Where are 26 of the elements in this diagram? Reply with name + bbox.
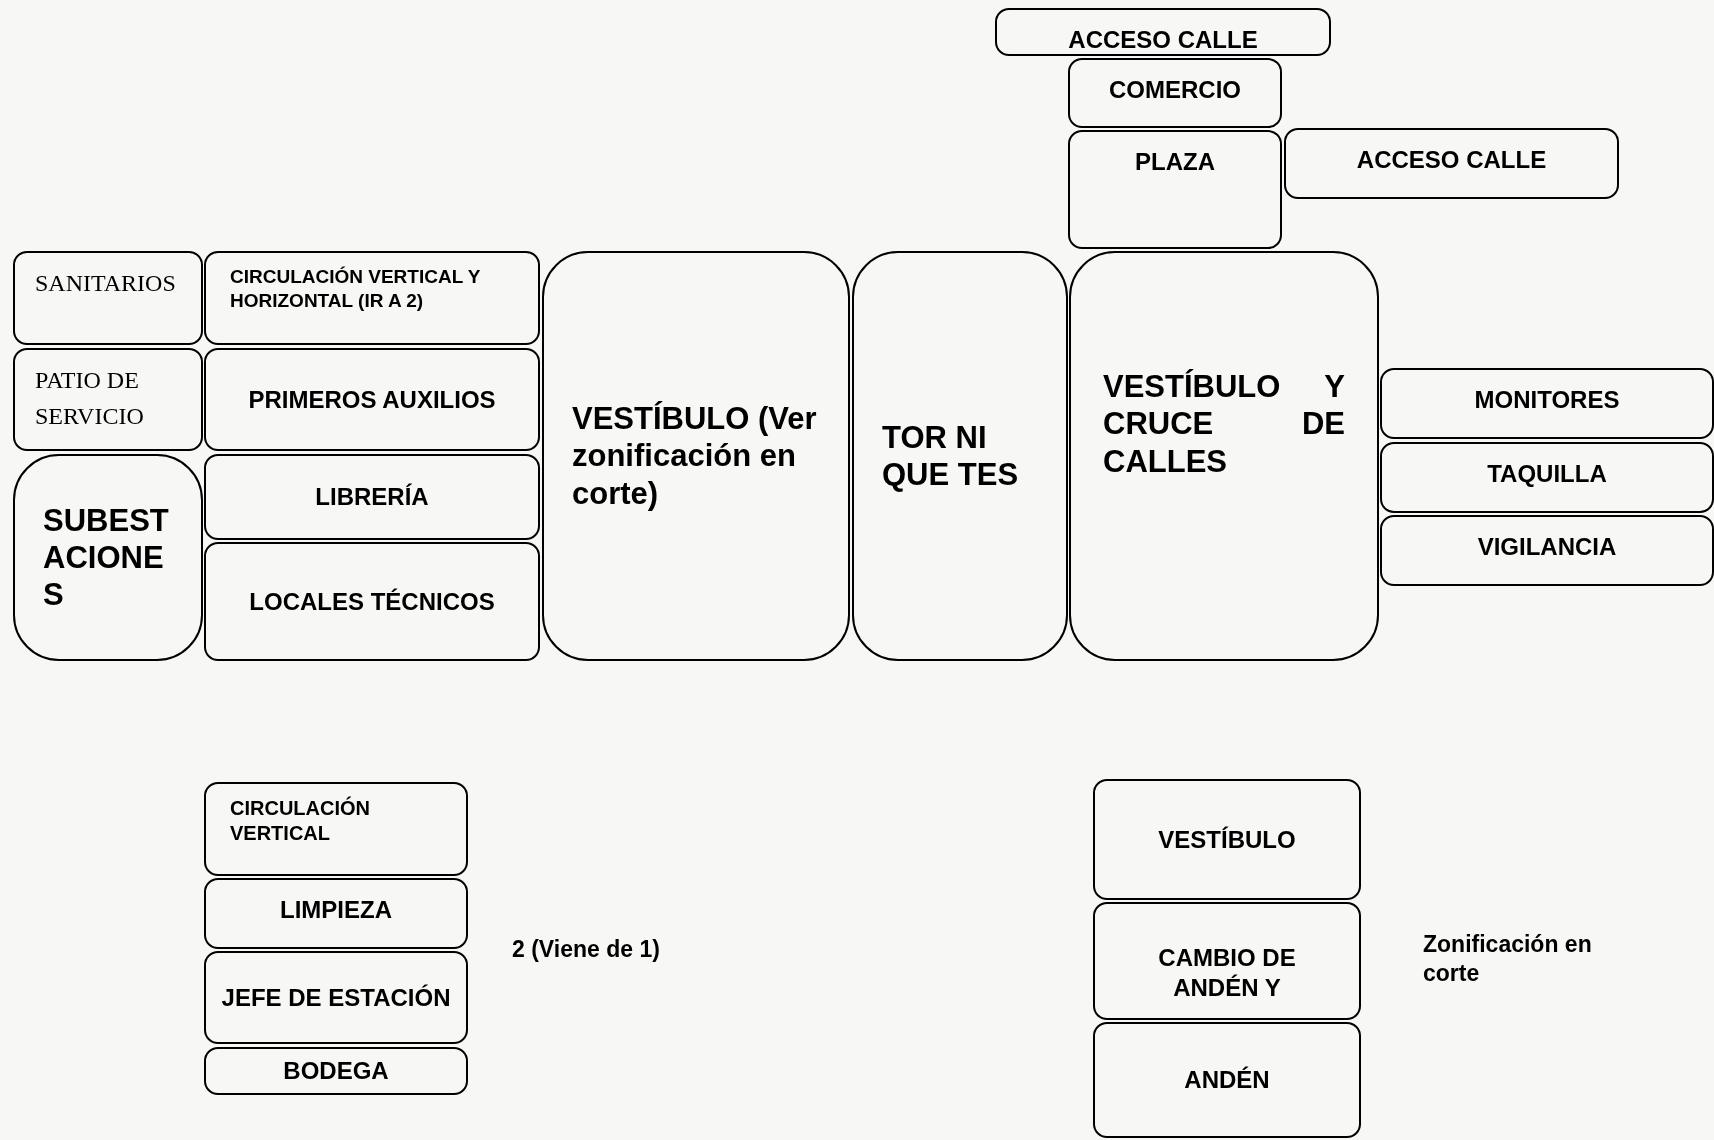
- note-text: 2 (Viene de 1): [512, 935, 661, 964]
- zone-box: VESTÍBULO: [1093, 779, 1361, 900]
- zone-box: BODEGA: [204, 1047, 468, 1095]
- note-text: Zonificación en corte: [1423, 930, 1593, 988]
- zone-box: PLAZA: [1068, 130, 1282, 249]
- zone-box: TAQUILLA: [1380, 442, 1714, 513]
- zone-box: SUBEST ACIONE S: [13, 454, 203, 661]
- zone-box: COMERCIO: [1068, 58, 1282, 128]
- zone-box: LIMPIEZA: [204, 878, 468, 949]
- zone-box: CIRCULACIÓN VERTICAL Y HORIZONTAL (IR A 2): [204, 251, 540, 345]
- zone-box: MONITORES: [1380, 368, 1714, 439]
- zone-box: VESTÍBULO (Ver zonificación en corte): [542, 251, 850, 661]
- zone-box: PATIO DE SERVICIO: [13, 348, 203, 451]
- zone-box: VIGILANCIA: [1380, 515, 1714, 586]
- zone-box: ACCESO CALLE: [995, 8, 1331, 56]
- zone-box: LIBRERÍA: [204, 454, 540, 540]
- zone-box: JEFE DE ESTACIÓN: [204, 951, 468, 1044]
- zone-box: ACCESO CALLE: [1284, 128, 1619, 199]
- zone-box: CIRCULACIÓN VERTICAL: [204, 782, 468, 876]
- zone-box: SANITARIOS: [13, 251, 203, 345]
- zone-box: LOCALES TÉCNICOS: [204, 542, 540, 661]
- zone-box: PRIMEROS AUXILIOS: [204, 348, 540, 451]
- zone-box: TOR NI QUE TES: [852, 251, 1068, 661]
- zone-box: VESTÍBULO Y CRUCE DE CALLES: [1069, 251, 1379, 661]
- zone-box: ANDÉN: [1093, 1022, 1361, 1138]
- zone-box: CAMBIO DE ANDÉN Y: [1093, 902, 1361, 1020]
